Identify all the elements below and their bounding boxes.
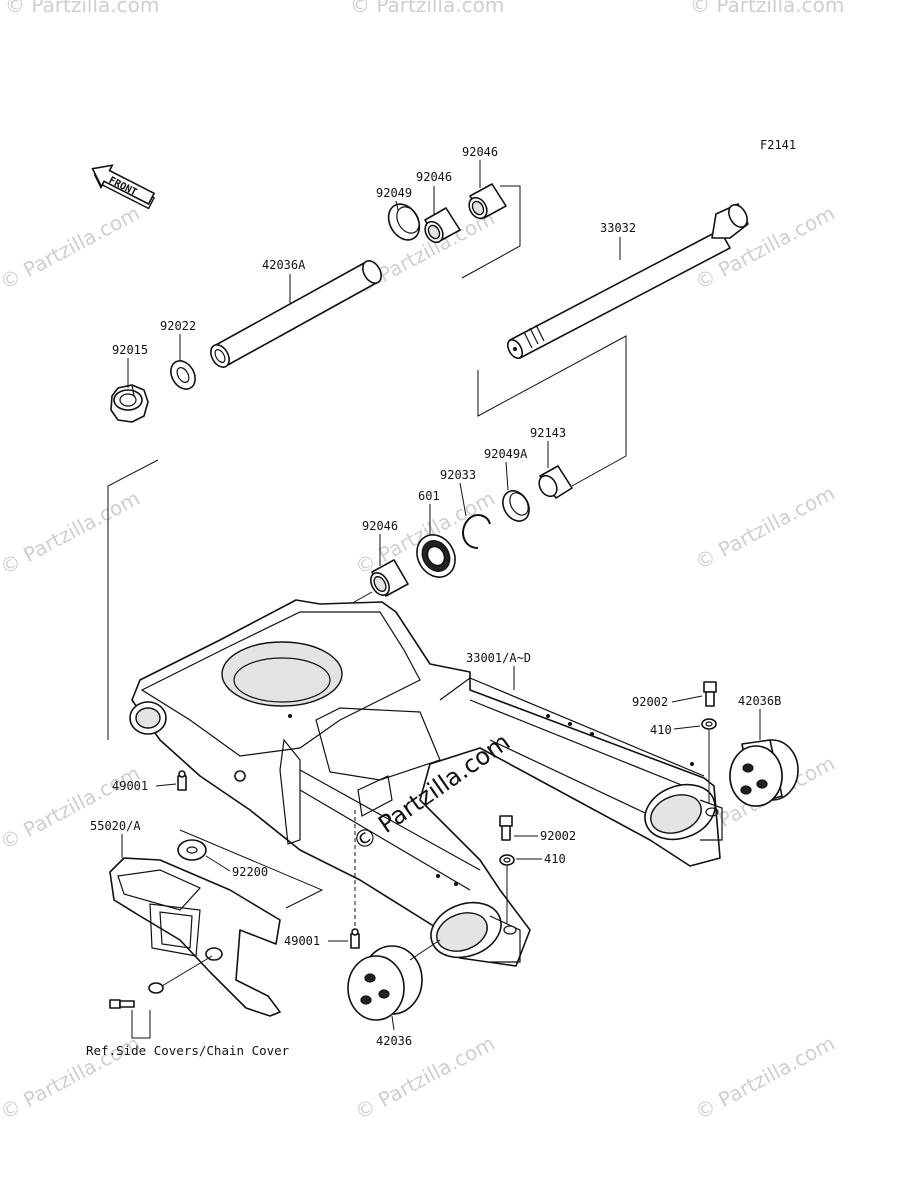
front-arrow-icon: FRONT	[91, 164, 156, 210]
label-410-a: 410	[650, 723, 672, 737]
watermark: © Partzilla.com	[351, 1031, 499, 1125]
label-92022: 92022	[160, 319, 196, 333]
label-92002-a: 92002	[632, 695, 668, 709]
collar-92143	[538, 465, 573, 499]
label-92015: 92015	[112, 343, 148, 357]
chain-guard-55020	[109, 857, 281, 1017]
bolt-92002-a	[703, 681, 717, 707]
washer-92200	[177, 839, 207, 861]
label-601: 601	[418, 489, 440, 503]
bearing-92046-c	[370, 559, 409, 597]
grease-nipple-49001-a	[177, 770, 187, 791]
leader-bracket	[131, 1010, 151, 1039]
bearing-92046-b	[468, 183, 507, 220]
watermark: © Partzilla.com	[0, 486, 144, 580]
bearing-92046-a	[424, 207, 461, 244]
leader-line	[161, 955, 213, 987]
label-92049A: 92049A	[484, 447, 528, 461]
watermark: © Partzilla.com	[0, 201, 144, 295]
watermark: © Partzilla.com	[691, 481, 839, 575]
label-92033: 92033	[440, 468, 476, 482]
bushing-42036	[347, 945, 423, 1021]
leader-bracket	[107, 459, 159, 740]
reference-note: Ref.Side Covers/Chain Cover	[86, 1043, 290, 1058]
leader-line	[409, 939, 441, 961]
watermark: © Partzilla.com	[690, 0, 844, 17]
watermark: © Partzilla.com	[691, 1031, 839, 1125]
grease-nipple-49001-b	[350, 928, 360, 949]
bushing-42036B	[729, 739, 799, 807]
label-42036B: 42036B	[738, 694, 781, 708]
washer-92022	[170, 360, 196, 390]
bolt-92002-b	[499, 815, 513, 841]
label-49001-a: 49001	[112, 779, 148, 793]
watermark: © Partzilla.com	[350, 0, 504, 17]
washer-410-a	[701, 718, 717, 730]
seal-92049A	[502, 490, 530, 522]
axle-33032	[506, 203, 749, 359]
label-55020: 55020/A	[90, 819, 141, 833]
washer-410-b	[499, 854, 515, 866]
leader-bracket	[461, 185, 521, 279]
label-410-b: 410	[544, 852, 566, 866]
label-92046-b: 92046	[462, 145, 498, 159]
seal-92049	[387, 203, 421, 241]
label-42036A: 42036A	[262, 258, 306, 272]
label-92049: 92049	[376, 186, 412, 200]
label-33032: 33032	[600, 221, 636, 235]
leader-bracket	[179, 829, 324, 909]
label-92200: 92200	[232, 865, 268, 879]
label-92046-a: 92046	[416, 170, 452, 184]
ball-bearing-601	[416, 534, 456, 578]
circlip-92033	[462, 514, 491, 549]
label-92046-c: 92046	[362, 519, 398, 533]
labels: 92046 92046 92049 42036A 33032 92022 920…	[86, 145, 781, 1058]
swingarm-33001	[129, 599, 723, 967]
nut-92015	[110, 384, 149, 423]
label-42036: 42036	[376, 1034, 412, 1048]
label-92002-b: 92002	[540, 829, 576, 843]
leader-bracket	[477, 335, 627, 487]
label-92143: 92143	[530, 426, 566, 440]
label-49001-b: 49001	[284, 934, 320, 948]
sleeve-42036A	[210, 260, 382, 368]
label-33001: 33001/A~D	[466, 651, 531, 665]
figure-code: F2141	[760, 138, 796, 152]
bolt-side-cover	[109, 982, 164, 1009]
watermark: © Partzilla.com	[5, 0, 159, 17]
